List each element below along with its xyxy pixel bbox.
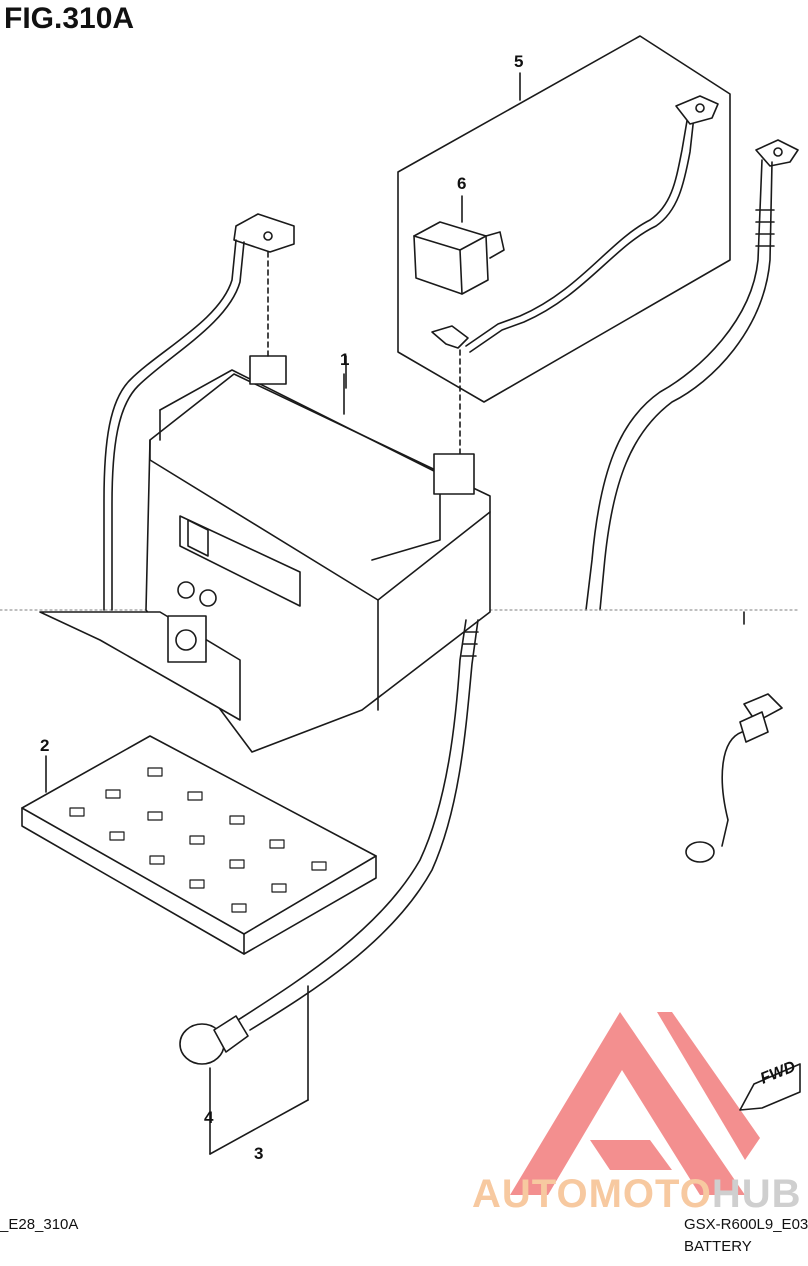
drawing-code-right: GSX-R600L9_E03	[684, 1216, 808, 1233]
negative-cable-left	[103, 213, 347, 611]
ground-cable-3	[179, 619, 479, 1155]
callout-2: 2	[40, 736, 50, 755]
watermark-logo	[510, 1012, 760, 1195]
long-cable-right	[585, 139, 799, 611]
figure-caption: BATTERY	[684, 1238, 752, 1255]
callout-1: 1	[340, 350, 350, 369]
watermark-text: AUTOMOTOHUB	[472, 1172, 802, 1217]
callout-6: 6	[457, 174, 467, 193]
watermark-part1: AUTOMOTO	[472, 1172, 712, 1216]
callout-5: 5	[514, 52, 524, 71]
cable-box-5	[397, 35, 731, 403]
sensor-wire	[685, 611, 783, 863]
drawing-code-left: _E28_310A	[0, 1216, 79, 1233]
battery-tray-2	[21, 735, 377, 955]
callout-4: 4	[204, 1108, 214, 1127]
positive-cable	[431, 95, 719, 461]
figure-title: FIG.310A	[4, 2, 135, 35]
callout-3: 3	[254, 1144, 264, 1163]
terminal-cover-6	[413, 195, 505, 295]
fwd-arrow-icon	[739, 1063, 801, 1111]
watermark-part2: HUB	[711, 1172, 802, 1216]
battery-1	[39, 355, 491, 753]
